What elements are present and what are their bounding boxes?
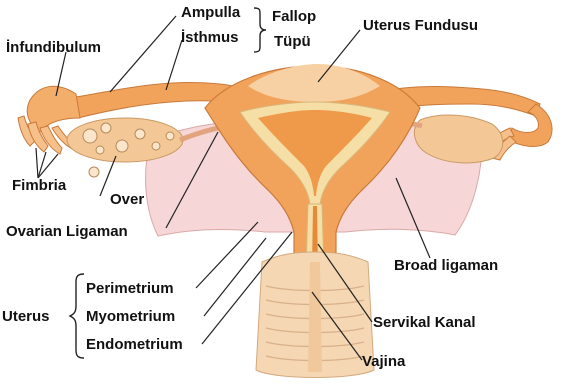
label-myometrium: Myometrium xyxy=(86,308,175,325)
label-over: Over xyxy=(110,191,144,208)
label-fallop-line2: Tüpü xyxy=(274,33,311,50)
vaginal-canal xyxy=(308,262,322,372)
label-uterus: Uterus xyxy=(2,308,50,325)
label-ovarian-ligaman: Ovarian Ligaman xyxy=(6,223,128,240)
label-endometrium: Endometrium xyxy=(86,336,183,353)
label-isthmus: İsthmus xyxy=(181,29,239,46)
label-perimetrium: Perimetrium xyxy=(86,280,174,297)
label-infundibulum: İnfundibulum xyxy=(6,39,101,56)
label-broad-ligaman: Broad ligaman xyxy=(394,257,498,274)
fallop-bracket xyxy=(254,8,266,52)
uterus-bracket xyxy=(70,274,84,358)
label-fimbria: Fimbria xyxy=(12,177,67,194)
released-ovum xyxy=(89,167,99,177)
label-servikal-kanal: Servikal Kanal xyxy=(373,314,476,331)
label-fallop-line1: Fallop xyxy=(272,8,316,25)
label-vajina: Vajina xyxy=(362,353,406,370)
label-ampulla: Ampulla xyxy=(181,4,241,21)
label-uterus-fundusu: Uterus Fundusu xyxy=(363,17,478,34)
